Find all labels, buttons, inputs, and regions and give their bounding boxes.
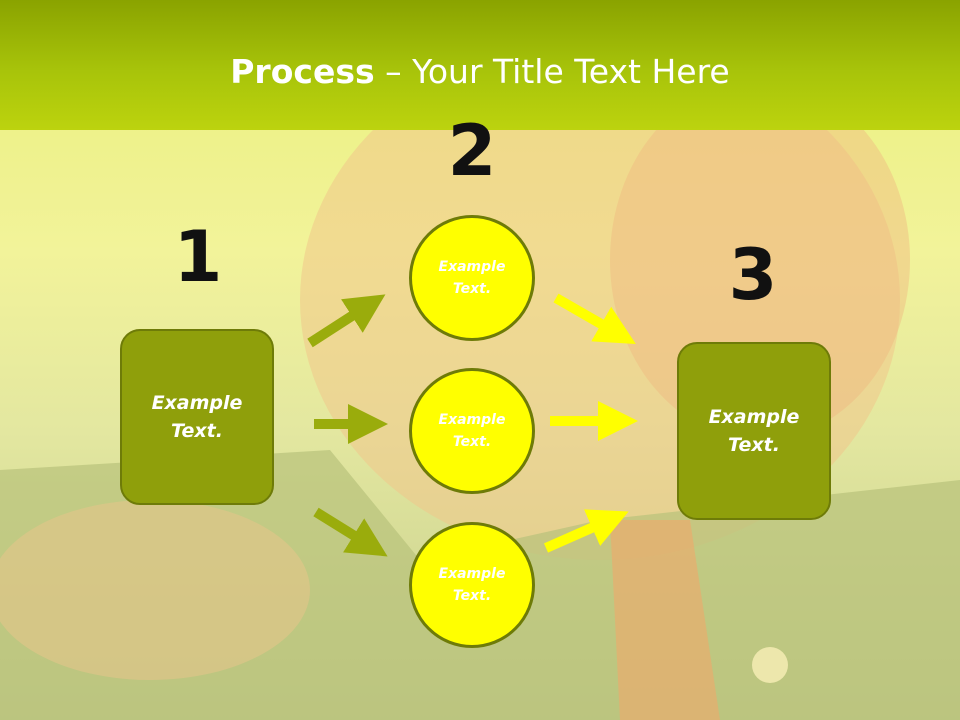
circle-bottom-text: Example Text.: [438, 565, 506, 604]
title-bar: [0, 0, 960, 130]
arrow-right-up: [543, 509, 629, 553]
circle-middle: Example Text.: [409, 368, 535, 494]
circle-bottom: Example Text.: [409, 522, 535, 648]
step-number-2: 2: [447, 110, 497, 192]
right-box: Example Text.: [677, 342, 831, 520]
title-rest: – Your Title Text Here: [374, 52, 730, 91]
circle-top-text: Example Text.: [438, 258, 506, 297]
step-number-1: 1: [173, 216, 223, 298]
arrow-left-down: [313, 507, 388, 557]
step-number-3: 3: [728, 234, 778, 316]
left-box-text: Example Text.: [151, 391, 243, 443]
left-box: Example Text.: [120, 329, 274, 505]
slide-title: Process – Your Title Text Here: [0, 52, 960, 91]
arrow-left-up: [307, 294, 386, 348]
circle-top: Example Text.: [409, 215, 535, 341]
title-bold: Process: [230, 52, 375, 91]
right-box-text: Example Text.: [708, 405, 800, 457]
circle-middle-text: Example Text.: [438, 411, 506, 450]
arrow-right-down: [553, 293, 636, 344]
